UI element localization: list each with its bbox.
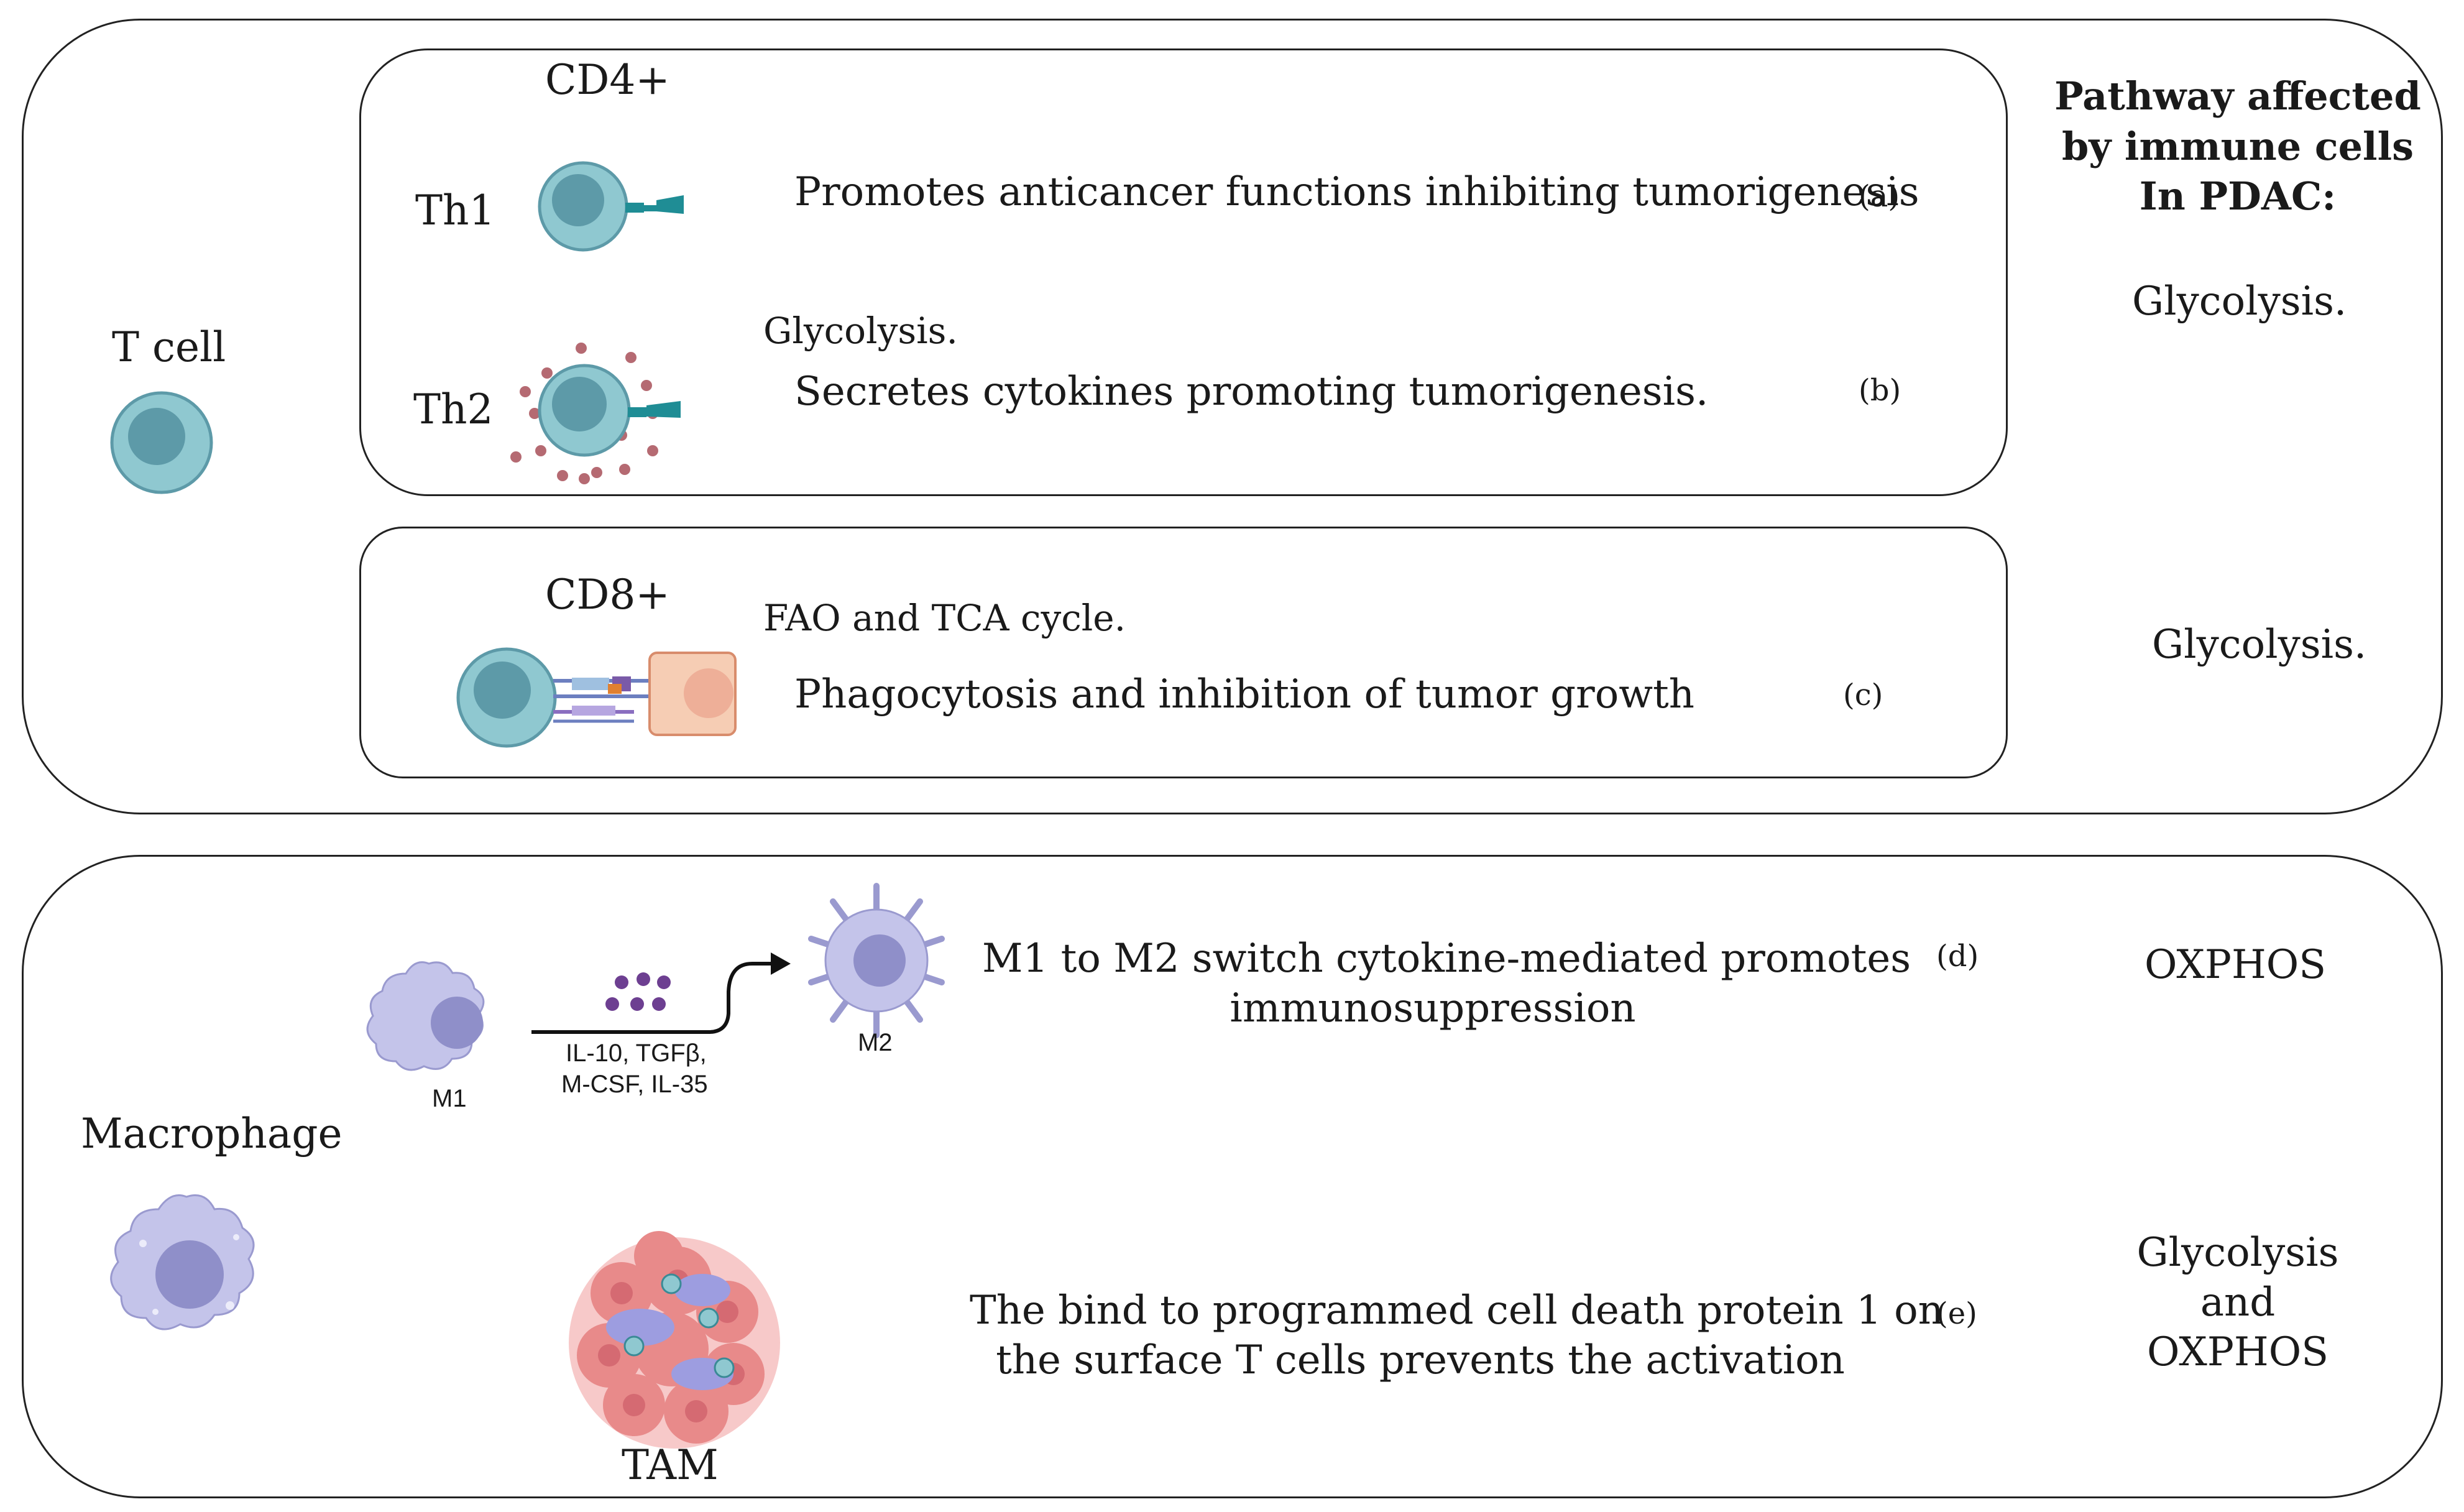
tam-pathway-line1: Glycolysis — [2136, 1230, 2339, 1276]
tam-pathway-line3: OXPHOS — [2146, 1329, 2329, 1375]
th1-label: Th1 — [415, 187, 495, 234]
th2-description: Secretes cytokines promoting tumorigenes… — [794, 369, 1709, 415]
switch-description-line2: immunosuppression — [1230, 985, 1636, 1031]
switch-description-line1: M1 to M2 switch cytokine-mediated promot… — [982, 936, 1911, 982]
cd8-pathway-note: FAO and TCA cycle. — [763, 597, 1126, 639]
cytokines-line1: IL-10, TGFβ, — [566, 1040, 707, 1067]
cytokines-line2: M-CSF, IL-35 — [561, 1071, 708, 1098]
tam-description-line1: The bind to programmed cell death protei… — [970, 1288, 1944, 1334]
m1-macrophage-icon — [366, 961, 485, 1071]
cd8-description: Phagocytosis and inhibition of tumor gro… — [794, 671, 1694, 717]
th2-cell-icon — [510, 343, 681, 484]
cd4-box — [359, 48, 2008, 496]
m2-macrophage-icon — [808, 883, 945, 1038]
th2-label: Th2 — [413, 385, 494, 433]
pathway-header-line1: Pathway affected — [2054, 73, 2421, 119]
switch-description: M1 to M2 switch cytokine-mediated promot… — [982, 934, 1911, 1033]
th1-tag: (a) — [1859, 179, 1900, 214]
tam-tag: (e) — [1936, 1296, 1977, 1331]
tam-pathway: Glycolysis and OXPHOS — [2113, 1228, 2362, 1377]
tam-cluster-icon — [569, 1231, 780, 1449]
switch-tag: (d) — [1936, 939, 1979, 974]
cd4-pathway: Glycolysis. — [2132, 279, 2347, 325]
th1-description: Promotes anticancer functions inhibiting… — [794, 169, 1919, 215]
th2-tag: (b) — [1859, 373, 1901, 408]
cd8-pathway: Glycolysis. — [2152, 622, 2367, 668]
tam-description-line2: the surface T cells prevents the activat… — [996, 1337, 1845, 1383]
tam-description: The bind to programmed cell death protei… — [970, 1286, 1944, 1385]
pathway-header: Pathway affected by immune cells In PDAC… — [2051, 71, 2424, 222]
cd4-title: CD4+ — [545, 56, 670, 104]
switch-pathway: OXPHOS — [2145, 942, 2327, 988]
tcell-label: T cell — [112, 323, 226, 371]
macrophage-icon — [110, 1194, 255, 1330]
switch-arrow-icon — [531, 952, 791, 1034]
cd8-title: CD8+ — [545, 571, 670, 619]
th2-pathway-note: Glycolysis. — [763, 310, 958, 352]
cd8-cell-icon — [456, 647, 737, 748]
m2-label: M2 — [858, 1029, 893, 1056]
tcell-icon — [110, 391, 213, 494]
cd8-box — [359, 527, 2008, 778]
m1-label: M1 — [432, 1085, 467, 1112]
cd8-tag: (c) — [1843, 678, 1883, 712]
tam-pathway-line2: and — [2200, 1279, 2276, 1325]
pathway-header-line3: In PDAC: — [2139, 173, 2337, 219]
th1-cell-icon — [538, 161, 684, 252]
cytokine-dots — [605, 972, 671, 1011]
pathway-header-line2: by immune cells — [2061, 123, 2414, 169]
macrophage-label: Macrophage — [81, 1110, 342, 1158]
tam-label: TAM — [622, 1441, 719, 1489]
